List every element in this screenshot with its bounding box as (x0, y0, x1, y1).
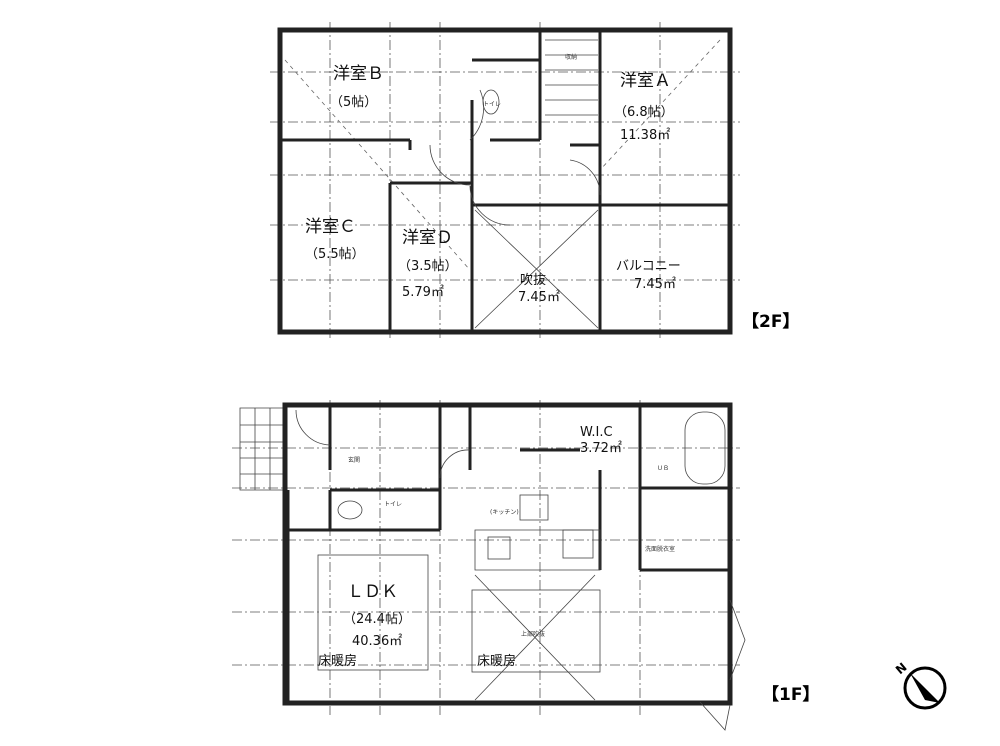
compass-north-label: N (893, 660, 910, 677)
interior-walls-2f (282, 30, 730, 330)
room-area-wic: 3.72㎡ (580, 441, 622, 456)
floor-1f-plan: ＬＤＫ （24.4帖） 40.36㎡ 床暖房 床暖房 上部吹抜 (キッチン) W… (232, 400, 819, 731)
kitchen-floor-heating-label: 床暖房 (477, 653, 516, 669)
floor-2f-plan: 洋室Ｂ （5帖） 洋室Ａ （6.8帖） 11.38㎡ 洋室Ｃ （5.5帖） 洋室… (270, 22, 799, 340)
upper-fukinuke-label: 上部吹抜 (521, 630, 545, 638)
room-name-yoshitsu-c: 洋室Ｃ (305, 217, 356, 237)
room-area-yoshitsu-a: 11.38㎡ (620, 128, 670, 143)
room-name-ub: ＵＢ (657, 465, 669, 472)
room-name-toilet-1f: トイレ (384, 501, 402, 508)
toilet-fixture-1f (337, 500, 363, 520)
room-size-yoshitsu-c: （5.5帖） (305, 247, 365, 262)
room-name-yoshitsu-b: 洋室Ｂ (333, 64, 384, 84)
floor-label-2f: 【2F】 (742, 311, 799, 332)
ldk-floor-heating-label: 床暖房 (318, 653, 357, 669)
bathtub (684, 411, 726, 485)
toilet-fixture-2f (482, 89, 500, 115)
room-size-yoshitsu-d: （3.5帖） (398, 259, 458, 274)
room-area-ldk: 40.36㎡ (352, 634, 402, 649)
room-size-yoshitsu-a: （6.8帖） (614, 105, 674, 120)
room-name-fukinuke: 吹抜 (520, 272, 546, 288)
room-area-balcony: 7.45㎡ (634, 277, 676, 292)
room-name-washroom: 洗面脱衣室 (645, 545, 675, 553)
storage-label-2f: 収納 (565, 53, 577, 61)
fridge-space (519, 494, 549, 521)
ldk-floor-heating-area (317, 554, 429, 671)
room-name-balcony: バルコニー (616, 259, 681, 274)
room-name-wic: W.I.C (580, 425, 613, 440)
room-area-fukinuke: 7.45㎡ (518, 290, 560, 305)
interior-walls-1f (286, 405, 746, 731)
room-name-ldk: ＬＤＫ (347, 582, 398, 602)
floor-label-1f: 【1F】 (762, 684, 819, 705)
porch-tiles (239, 407, 286, 491)
room-name-kitchen: (キッチン) (490, 509, 519, 516)
room-size-ldk: （24.4帖） (343, 612, 411, 627)
sink (487, 536, 511, 560)
room-name-toilet-2f: トイレ (483, 101, 501, 108)
exterior-wall-2f (277, 27, 733, 335)
exterior-wall-1f (282, 402, 733, 706)
room-area-yoshitsu-d: 5.79㎡ (402, 285, 444, 300)
stove (562, 529, 594, 559)
north-compass-icon: N (893, 660, 947, 710)
room-name-yoshitsu-d: 洋室Ｄ (402, 228, 453, 248)
room-name-entrance: 玄関 (348, 456, 360, 464)
room-name-yoshitsu-a: 洋室Ａ (620, 71, 671, 91)
kitchen-floor-heating-area (471, 589, 601, 673)
room-size-yoshitsu-b: （5帖） (330, 95, 377, 110)
